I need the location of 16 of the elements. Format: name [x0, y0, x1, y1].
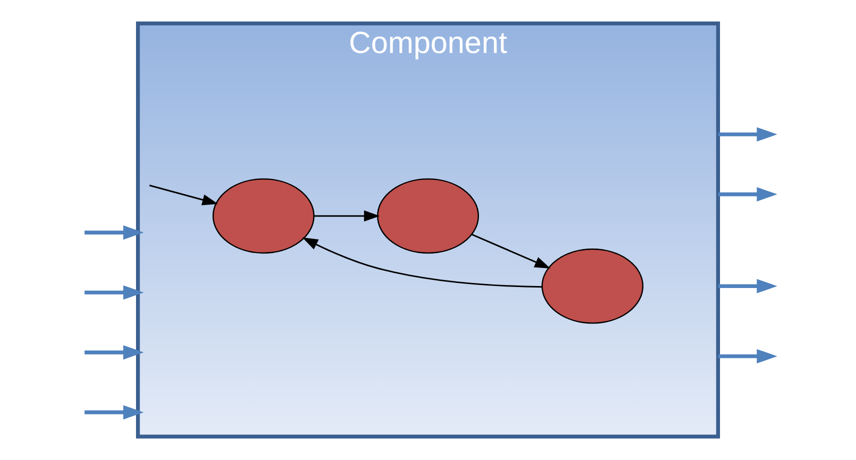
arrow [302, 237, 542, 288]
arrow [149, 184, 218, 206]
arrow [718, 127, 778, 142]
arrow [718, 349, 778, 364]
arrow [718, 187, 778, 202]
arrow [472, 234, 550, 268]
arrow [84, 285, 144, 300]
node-ellipse [377, 178, 479, 254]
node-ellipse [541, 248, 644, 324]
arrow [84, 405, 144, 420]
arrow [84, 345, 144, 360]
arrow [84, 225, 144, 240]
arrow [314, 210, 380, 222]
arrow [718, 278, 778, 294]
node-ellipse [212, 178, 315, 254]
cluster: Component [136, 22, 720, 438]
